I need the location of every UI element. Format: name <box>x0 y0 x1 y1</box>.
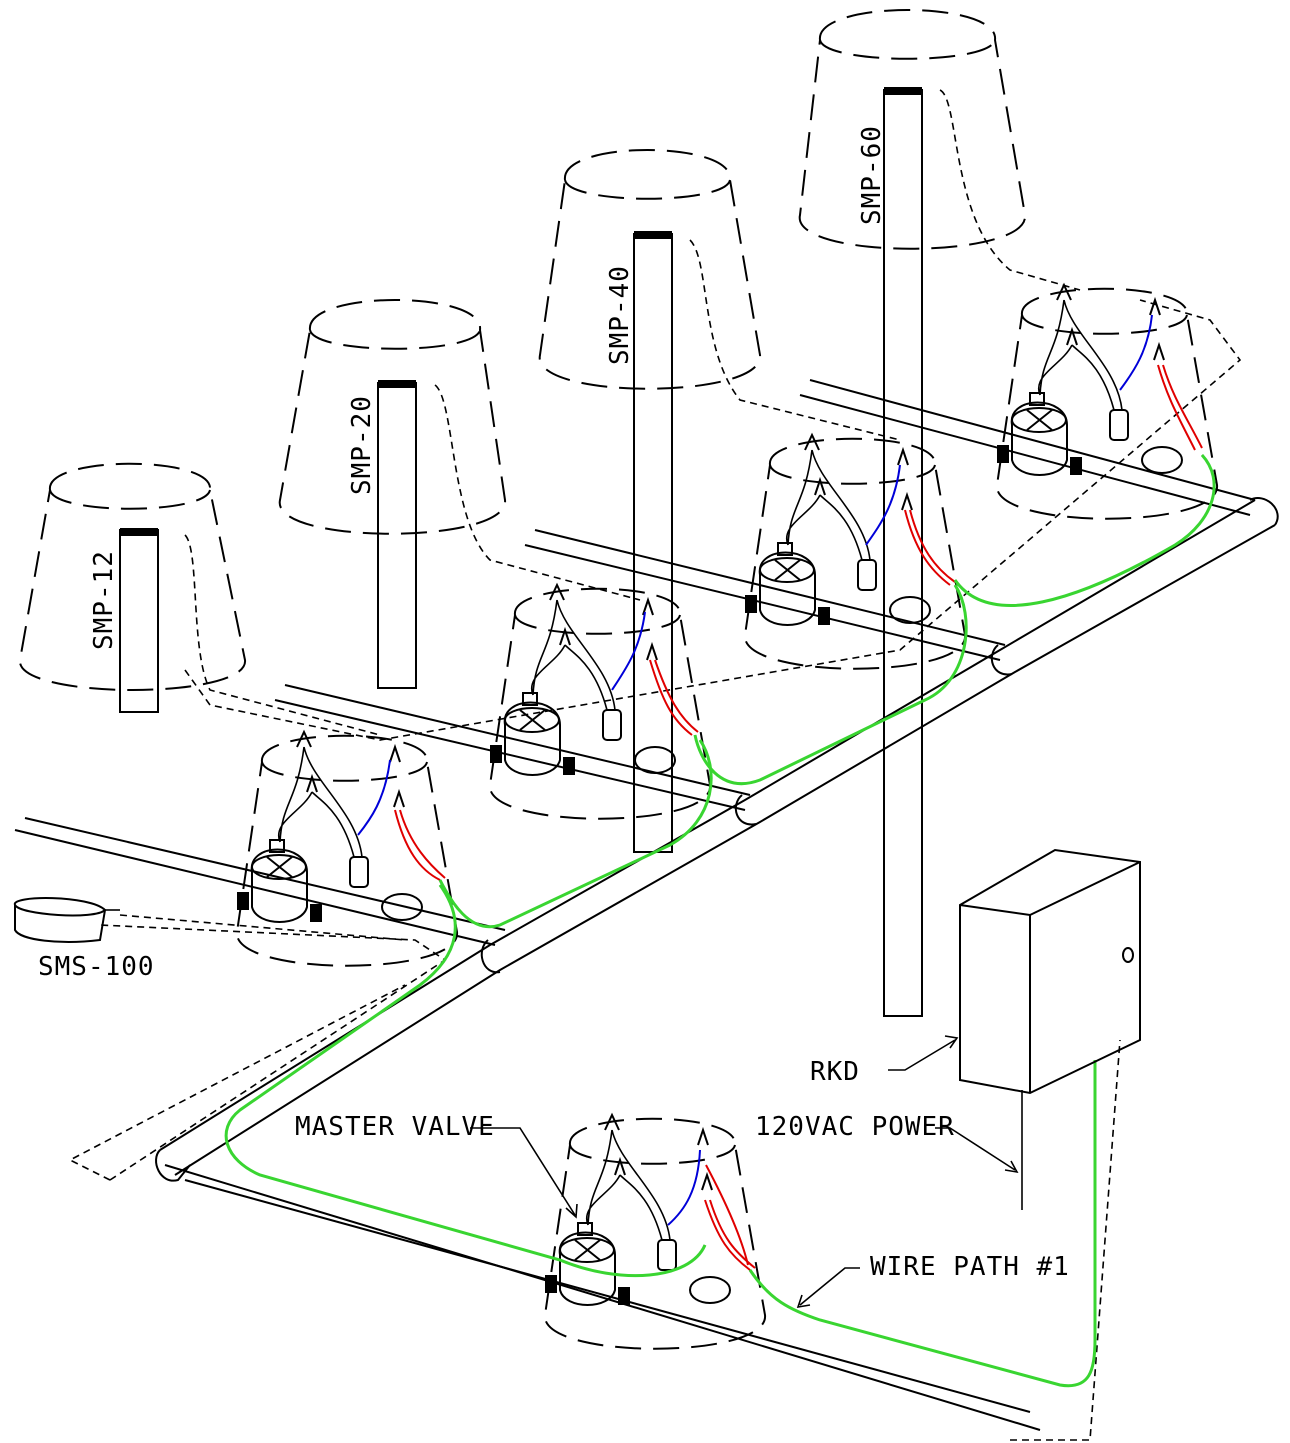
callouts: MASTER VALVE 120VAC POWER WIRE PATH #1 <box>295 1112 1070 1309</box>
sms-100-sensor: SMS-100 <box>13 897 406 982</box>
label-smp-60: SMP-60 <box>857 125 887 225</box>
label-smp-40: SMP-40 <box>605 265 635 365</box>
valve-box-3 <box>743 434 967 670</box>
probe-smp-20: SMP-20 <box>278 299 507 689</box>
label-smp-12: SMP-12 <box>89 550 119 650</box>
label-sms-100: SMS-100 <box>38 952 155 982</box>
rkd-controller: RKD <box>810 848 1141 1210</box>
valve-box-1 <box>235 731 459 967</box>
valve-box-4 <box>995 284 1219 520</box>
probe-smp-60: SMP-60 <box>798 9 1027 1017</box>
green-wire-path <box>224 453 1216 1388</box>
label-master-valve: MASTER VALVE <box>295 1112 495 1142</box>
pipe-network <box>14 379 1279 1431</box>
label-rkd: RKD <box>810 1057 860 1087</box>
valve-box-2 <box>488 584 712 820</box>
probe-smp-12: SMP-12 <box>18 462 247 713</box>
label-120vac-power: 120VAC POWER <box>755 1112 955 1142</box>
probe-wire-paths <box>184 89 1081 736</box>
label-smp-20: SMP-20 <box>347 395 377 495</box>
decoder-wires <box>357 314 1203 1271</box>
label-wire-path: WIRE PATH #1 <box>870 1252 1070 1282</box>
